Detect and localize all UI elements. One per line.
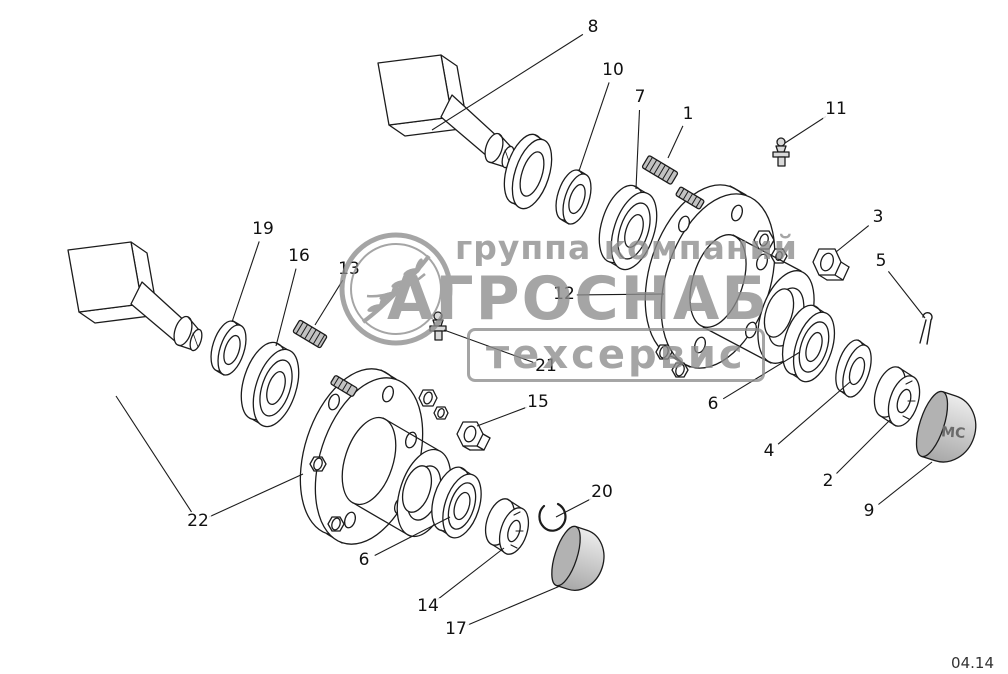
cotter-pin-right bbox=[919, 311, 933, 345]
nut-right bbox=[812, 248, 850, 281]
castle-nut-right bbox=[873, 366, 921, 427]
hub-cap-text: MC bbox=[941, 424, 966, 442]
installed-stud-left bbox=[330, 375, 358, 397]
hub-bolt-left-3 bbox=[418, 389, 438, 407]
washer-left bbox=[210, 320, 247, 376]
axle-spindle-left bbox=[67, 241, 203, 352]
wheel-stud-right bbox=[641, 155, 679, 185]
hub-left bbox=[299, 368, 452, 545]
hub-cap-left bbox=[551, 525, 605, 591]
hub-bolt-right-4 bbox=[671, 362, 689, 378]
seal-right bbox=[503, 133, 553, 210]
bearing-outer-right bbox=[598, 184, 658, 271]
nut-left bbox=[456, 421, 491, 451]
grease-fitting-right bbox=[772, 137, 790, 167]
bearing-outer-left bbox=[240, 341, 300, 428]
hub-bolt-left-4 bbox=[433, 406, 449, 420]
page-number: 04.14 bbox=[951, 654, 994, 672]
axle-spindle-right bbox=[377, 54, 515, 169]
hub-bolt-right-3 bbox=[655, 344, 673, 360]
lock-ring bbox=[538, 502, 567, 532]
hub-cap-right: MC bbox=[915, 390, 977, 463]
hub-bolt-right-1 bbox=[753, 230, 775, 250]
installed-stud-right bbox=[675, 186, 705, 210]
bearing-inner-left bbox=[431, 466, 482, 539]
castle-nut-left bbox=[484, 498, 530, 555]
hub-bolt-left-2 bbox=[327, 516, 345, 532]
wheel-stud-left bbox=[292, 319, 328, 349]
hub-bolt-left-1 bbox=[309, 456, 327, 472]
thrust-washer-right bbox=[835, 339, 872, 398]
washer-right bbox=[555, 169, 592, 225]
grease-fitting-left bbox=[429, 311, 447, 341]
hub-right bbox=[644, 184, 815, 378]
